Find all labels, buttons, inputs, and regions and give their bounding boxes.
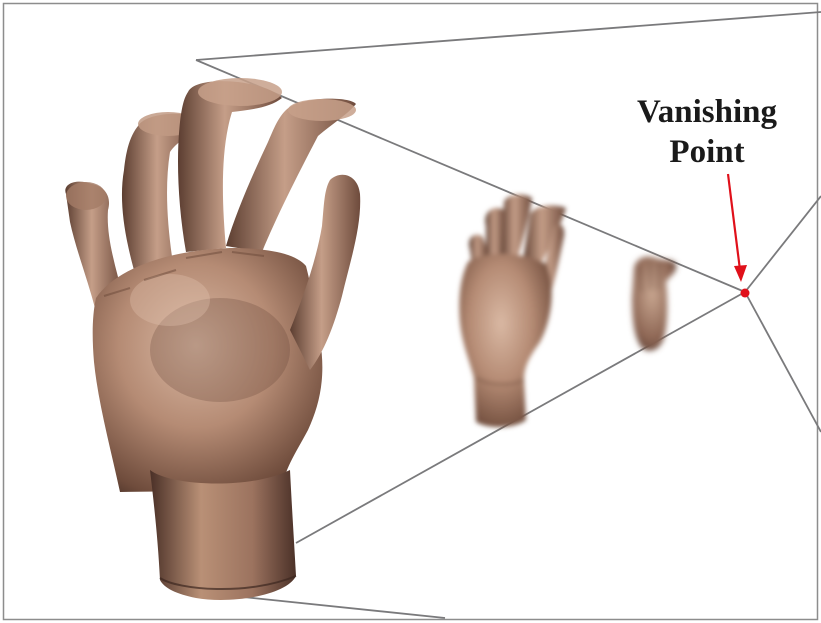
vanishing-label-line-1: Vanishing [637,94,778,130]
hand-near [65,78,360,600]
vanishing-point-dot-icon [741,289,750,298]
frustum-far-upper [745,196,821,292]
horizon-top-line [196,12,821,60]
frustum-far-lower [745,292,821,432]
hand-far [632,256,676,350]
hand-middle [459,195,566,428]
pointer-arrow-icon [734,265,747,282]
pointer-arrow-shaft [728,174,740,270]
vanishing-label-line-2: Point [669,134,744,170]
